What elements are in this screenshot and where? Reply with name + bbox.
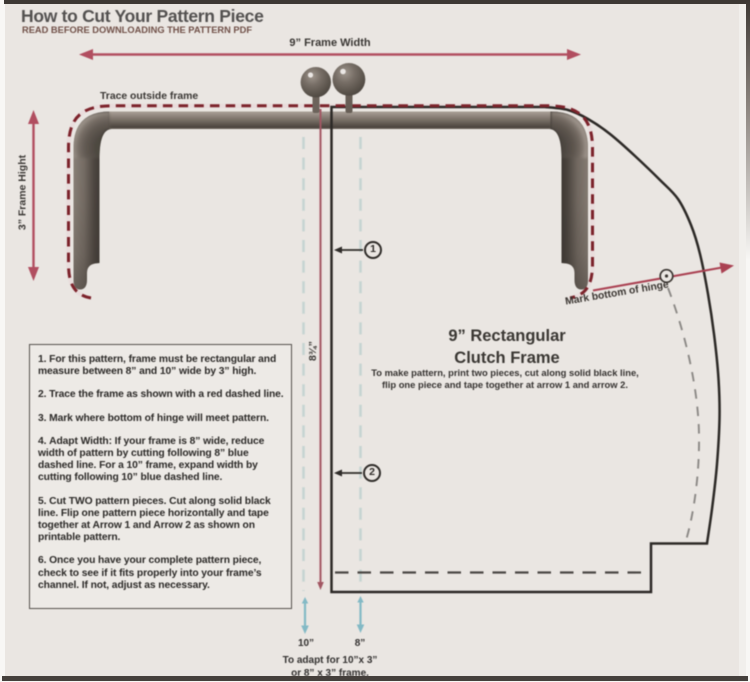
ball-highlight-left (307, 72, 314, 78)
instruction-item-5: 5. Cut TWO pattern pieces. Cut along sol… (38, 495, 271, 544)
frame-name-line1: 9” Rectangular (448, 327, 566, 345)
hinge-guide-dashed-curve (667, 287, 700, 543)
trace-dashed-outline (67, 104, 594, 300)
ten-inch-label: 10” (297, 638, 315, 649)
ball-highlight-right (340, 68, 346, 75)
adapt-note-line1: To adapt for 10”x 3” (282, 655, 378, 666)
frame-height-arrow (28, 110, 39, 281)
pattern-height-measure-line (317, 109, 324, 590)
frame-height-label: 3” Frame Hight (16, 154, 29, 231)
top-border (4, 0, 750, 4)
arrow-1-pointer (334, 246, 363, 254)
arrow-2-badge: 2 (363, 464, 381, 482)
instruction-item-6: 6. Once you have your complete pattern p… (38, 555, 262, 591)
arrow-1-badge: 1 (364, 241, 382, 259)
frame-name-line2: Clutch Frame (454, 348, 560, 367)
page-subtitle: READ BEFORE DOWNLOADING THE PATTERN PDF (22, 25, 253, 35)
hinge-mark-arrow (592, 262, 734, 292)
instruction-box: 1. For this pattern, frame must be recta… (29, 344, 292, 609)
instruction-item-1: 1. For this pattern, frame must be recta… (38, 354, 277, 378)
right-border-fade (746, 0, 750, 260)
clasp-stem-left (312, 95, 320, 113)
trace-outside-frame-label: Trace outside frame (100, 91, 199, 102)
clasp-stem-right (345, 93, 353, 113)
purse-frame (73, 111, 588, 290)
ten-inch-arrow (301, 597, 309, 634)
instruction-item-3: 3. Mark where bottom of hinge will meet … (38, 412, 269, 424)
clasp-ball-left (300, 67, 331, 98)
kiss-lock-clasp (300, 63, 366, 113)
frame-instructions-line1: To make pattern, print two pieces, cut a… (371, 367, 639, 378)
pattern-height-label: 8¾” (307, 341, 319, 361)
page-title: How to Cut Your Pattern Piece (21, 6, 264, 26)
bottom-border (2, 676, 748, 681)
instruction-item-4: 4. Adapt Width: If your frame is 8” wide… (38, 435, 265, 484)
frame-width-arrow (79, 49, 581, 60)
hinge-mark-circle (659, 268, 674, 284)
frame-width-label: 9” Frame Width (289, 37, 371, 49)
pattern-cut-outline (330, 105, 721, 594)
instruction-item-2: 2. Trace the frame as shown with a red d… (38, 389, 284, 401)
clasp-ball-right (332, 63, 366, 96)
adapt-note-line2: or 8” x 3” frame. (291, 667, 369, 679)
arrow-2-pointer (334, 469, 362, 477)
frame-instructions-line2: flip one piece and tape together at arro… (382, 379, 628, 390)
right-margin (739, 4, 746, 676)
eight-inch-label: 8” (354, 638, 366, 649)
eight-inch-arrow (356, 596, 365, 633)
